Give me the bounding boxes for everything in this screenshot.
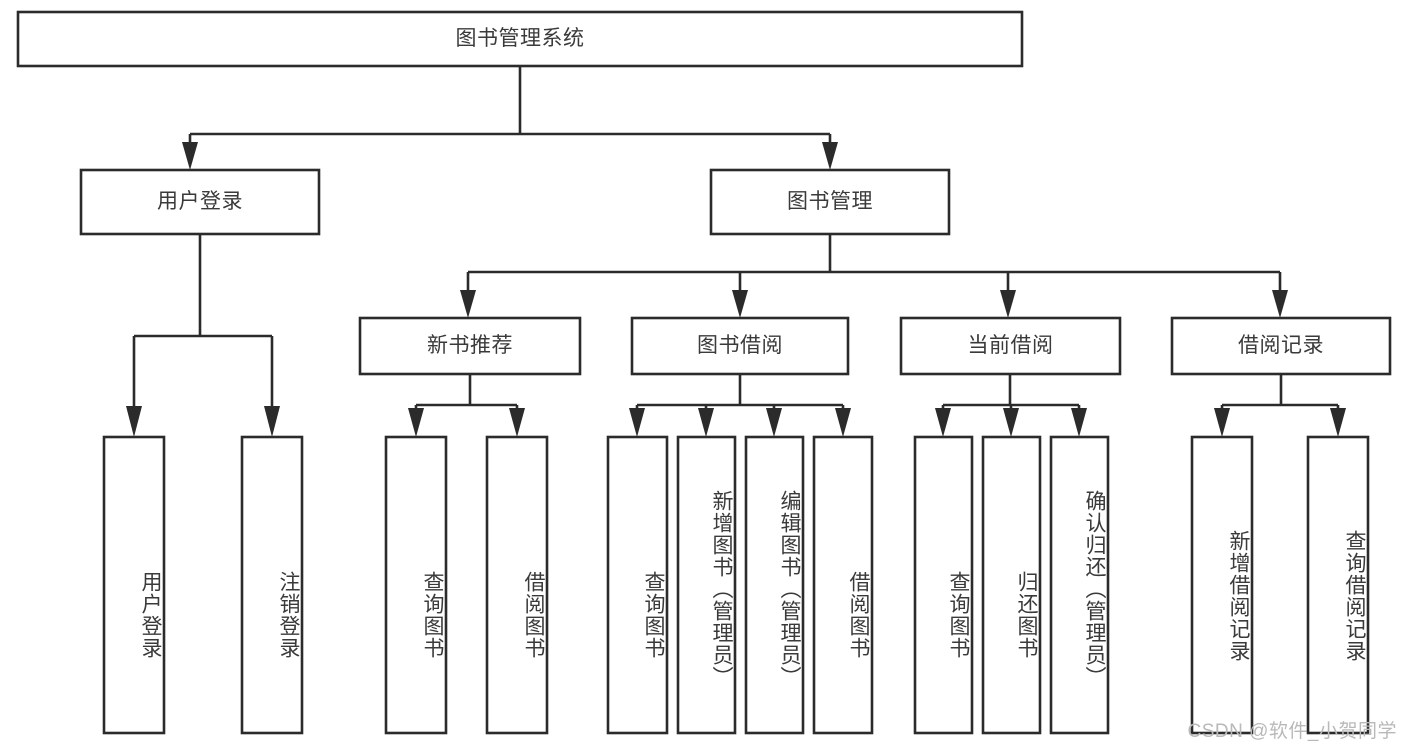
connector-newbook-to-leaves [408, 374, 525, 437]
arrow-head-icon [629, 408, 645, 437]
arrow-head-icon [264, 406, 280, 437]
connector-userlogin-to-leaves [126, 234, 280, 437]
arrow-head-icon [835, 408, 851, 437]
leaf-box[interactable] [485, 435, 549, 735]
arrow-head-icon [1071, 408, 1087, 437]
connector-record-to-leaves [1214, 374, 1346, 437]
arrow-head-icon [1003, 408, 1019, 437]
arrow-head-icon [509, 408, 525, 437]
leaf-box[interactable] [1190, 435, 1254, 735]
leaf-box[interactable] [676, 435, 737, 735]
node-root[interactable] [16, 10, 1024, 68]
node-borrow-record[interactable] [1170, 316, 1392, 376]
arrow-head-icon [460, 290, 476, 318]
leaf-box[interactable] [913, 435, 974, 735]
arrow-head-icon [1330, 408, 1346, 437]
arrow-head-icon [822, 142, 838, 170]
node-current-borrow[interactable] [899, 316, 1122, 376]
connector-current-to-leaves [935, 374, 1087, 437]
connector-bookmgmt-to-level3 [460, 234, 1288, 318]
leaf-box[interactable] [744, 435, 805, 735]
arrow-head-icon [1272, 290, 1288, 318]
arrow-head-icon [408, 408, 424, 437]
leaf-box[interactable] [981, 435, 1042, 735]
leaf-box[interactable] [1306, 435, 1370, 735]
arrow-head-icon [126, 406, 142, 437]
arrow-head-icon [766, 408, 782, 437]
arrow-head-icon [1214, 408, 1230, 437]
connector-root-to-level2 [182, 66, 838, 170]
arrow-head-icon [1000, 290, 1016, 318]
leaf-box[interactable] [1049, 435, 1110, 735]
node-new-book-recommend[interactable] [358, 316, 582, 376]
connector-borrow-to-leaves [629, 374, 851, 437]
leaf-box[interactable] [102, 435, 166, 735]
leaf-box[interactable] [384, 435, 448, 735]
arrow-head-icon [935, 408, 951, 437]
node-book-management[interactable] [709, 168, 951, 236]
node-book-borrow[interactable] [630, 316, 850, 376]
leaf-box[interactable] [240, 435, 304, 735]
arrow-head-icon [732, 290, 748, 318]
node-user-login[interactable] [79, 168, 321, 236]
leaf-box[interactable] [606, 435, 669, 735]
arrow-head-icon [698, 408, 714, 437]
arrow-head-icon [182, 142, 198, 170]
leaf-box[interactable] [812, 435, 874, 735]
